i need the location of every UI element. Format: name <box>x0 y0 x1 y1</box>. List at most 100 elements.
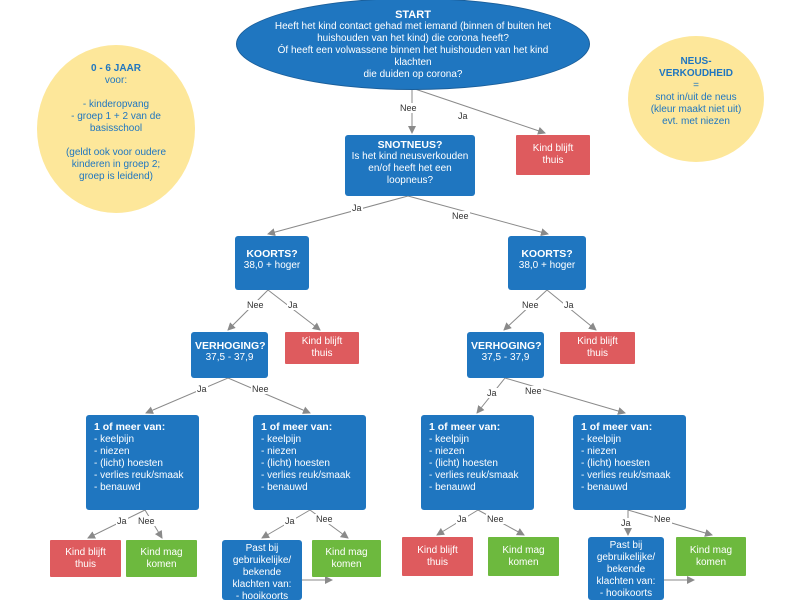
outcome-label: thuis <box>542 155 564 166</box>
snotneus-question: SNOTNEUS? Is het kind neusverkouden en/o… <box>345 135 475 196</box>
symptom-item: - niezen <box>429 446 465 457</box>
symptoms-list: 1 of meer van: - keelpijn - niezen - (li… <box>421 415 534 510</box>
edge-label-yes: Ja <box>287 300 299 310</box>
age-note-line: - groep 1 + 2 van de <box>71 111 161 122</box>
outcome-label: komen <box>146 558 177 570</box>
age-note-spacer <box>37 87 195 99</box>
age-note-line: voor: <box>104 75 128 86</box>
edge-label-yes: Ja <box>456 514 468 524</box>
age-note-line: groep is leidend) <box>79 171 153 182</box>
outcome-may-come: Kind mag komen <box>676 537 746 576</box>
known-complaints-line: klachten van: <box>596 576 656 587</box>
symptom-item: - (licht) hoesten <box>94 458 163 469</box>
symptoms-list: 1 of meer van: - keelpijn - niezen - (li… <box>573 415 686 510</box>
edge-label-yes: Ja <box>351 203 363 213</box>
verhoging-range: 37,5 - 37,9 <box>205 352 254 363</box>
edge-label-yes: Ja <box>196 384 208 394</box>
nose-note-line: snot in/uit de neus <box>655 92 737 103</box>
outcome-label: komen <box>695 556 726 568</box>
outcome-label: Kind blijft <box>417 544 458 556</box>
edge-label-no: Nee <box>524 386 543 396</box>
outcome-label: Kind mag <box>502 544 545 556</box>
outcome-label: Kind mag <box>325 546 368 558</box>
verhoging-question-left: VERHOGING? 37,5 - 37,9 <box>191 332 268 378</box>
edge-label-no: Nee <box>451 211 470 221</box>
start-question-line: die duiden op corona? <box>363 69 463 80</box>
koorts-question-left: KOORTS? 38,0 + hoger <box>235 236 309 290</box>
edge-label-no: Nee <box>315 514 334 524</box>
edge-label-yes: Ja <box>284 516 296 526</box>
edge-label-no: Nee <box>137 516 156 526</box>
age-note-line: basisschool <box>89 123 143 134</box>
symptom-item: - niezen <box>581 446 617 457</box>
outcome-label: komen <box>331 558 362 570</box>
symptom-item: - benauwd <box>94 482 141 493</box>
symptoms-title: 1 of meer van: <box>261 421 333 433</box>
edge-label-no: Nee <box>399 103 418 113</box>
symptom-item: - verlies reuk/smaak <box>94 470 184 481</box>
known-complaints-line: bekende <box>606 564 646 575</box>
known-complaints-line: klachten van: <box>232 579 292 590</box>
verhoging-title: VERHOGING? <box>471 340 542 352</box>
symptoms-title: 1 of meer van: <box>429 421 501 433</box>
outcome-label: thuis <box>586 348 609 359</box>
edge-label-no: Nee <box>251 384 270 394</box>
snotneus-line: Is het kind neusverkouden <box>351 151 469 162</box>
age-note-line: kinderen in groep 2; <box>71 159 161 170</box>
symptoms-list: 1 of meer van: - keelpijn - niezen - (li… <box>253 415 366 510</box>
nose-cold-title-2: VERKOUDHEID <box>659 68 733 79</box>
verhoging-title: VERHOGING? <box>195 340 266 352</box>
edge-label-yes: Ja <box>563 300 575 310</box>
symptom-item: - verlies reuk/smaak <box>581 470 671 481</box>
known-complaints-question: Past bij gebruikelijke/ bekende klachten… <box>588 537 664 600</box>
nose-note-line: = <box>693 80 699 91</box>
symptom-item: - keelpijn <box>94 434 135 445</box>
outcome-label: thuis <box>426 556 449 568</box>
outcome-stay-home: Kind blijft thuis <box>560 332 635 364</box>
symptom-item: - benauwd <box>581 482 628 493</box>
symptom-item: - verlies reuk/smaak <box>261 470 351 481</box>
outcome-label: Kind blijft <box>65 546 106 558</box>
symptoms-title: 1 of meer van: <box>581 421 653 433</box>
snotneus-line: loopneus? <box>386 175 434 186</box>
snotneus-line: en/of heeft het een <box>368 163 452 174</box>
nose-note-line: evt. met niezen <box>662 116 730 127</box>
symptom-item: - (licht) hoesten <box>261 458 330 469</box>
koorts-threshold: 38,0 + hoger <box>518 260 576 271</box>
symptom-item: - keelpijn <box>581 434 622 445</box>
snotneus-title: SNOTNEUS? <box>377 139 443 151</box>
symptoms-list: 1 of meer van: - keelpijn - niezen - (li… <box>86 415 199 510</box>
outcome-may-come: Kind mag komen <box>312 540 381 577</box>
age-group-title: 0 - 6 JAAR <box>90 63 141 74</box>
known-complaints-line: gebruikelijke/ <box>232 555 292 566</box>
edge-label-yes: Ja <box>457 111 469 121</box>
verhoging-range: 37,5 - 37,9 <box>481 352 530 363</box>
symptom-item: - (licht) hoesten <box>581 458 650 469</box>
symptom-item: - niezen <box>94 446 130 457</box>
outcome-label: Kind blijft <box>301 336 343 347</box>
symptom-item: - keelpijn <box>261 434 302 445</box>
outcome-stay-home: Kind blijft thuis <box>285 332 359 364</box>
symptom-item: - benauwd <box>261 482 308 493</box>
age-note-line: - kinderopvang <box>82 99 150 110</box>
outcome-stay-home: Kind blijft thuis <box>516 135 590 175</box>
symptom-item: - niezen <box>261 446 297 457</box>
known-complaints-line: Past bij <box>609 540 643 551</box>
edge-label-yes: Ja <box>116 516 128 526</box>
verhoging-question-right: VERHOGING? 37,5 - 37,9 <box>467 332 544 378</box>
outcome-label: thuis <box>311 348 333 359</box>
koorts-title: KOORTS? <box>521 248 573 260</box>
known-complaints-line: gebruikelijke/ <box>596 552 656 563</box>
symptom-item: - (licht) hoesten <box>429 458 498 469</box>
start-question-line: Óf heeft een volwassene binnen het huish… <box>277 45 549 68</box>
outcome-label: thuis <box>74 558 97 570</box>
edge-label-no: Nee <box>653 514 672 524</box>
age-note-spacer <box>37 135 195 147</box>
start-node: START Heeft het kind contact gehad met i… <box>236 0 590 90</box>
start-question-line: huishouden van het kind) die corona heef… <box>317 33 509 44</box>
known-complaints-line: Past bij <box>245 543 279 554</box>
known-complaints-line: bekende <box>242 567 282 578</box>
outcome-stay-home: Kind blijft thuis <box>50 540 121 577</box>
outcome-label: Kind blijft <box>532 143 574 154</box>
edge-label-no: Nee <box>486 514 505 524</box>
